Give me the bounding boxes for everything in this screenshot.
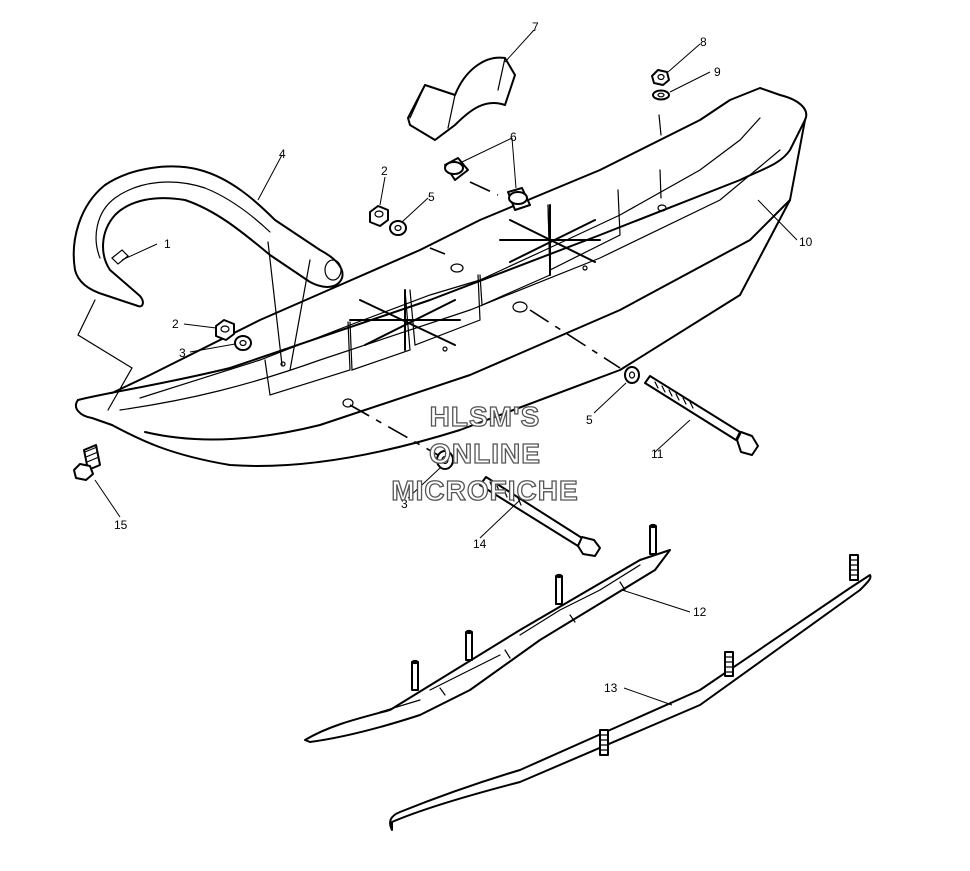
bushing-top xyxy=(444,157,469,181)
washer-9 xyxy=(652,89,670,101)
bushing-axis-line-2 xyxy=(429,247,446,255)
leader-lines xyxy=(94,29,798,706)
callout-labels: 1 2 5 2 3 4 6 7 8 9 10 5 11 3 14 15 12 1… xyxy=(114,20,813,695)
callout-5-upper: 5 xyxy=(428,190,435,204)
bushing-axis-line xyxy=(469,181,499,196)
callout-4: 4 xyxy=(279,147,286,161)
callout-7: 7 xyxy=(532,20,539,34)
ski-body xyxy=(74,87,808,467)
handle-mount-line-b xyxy=(289,259,311,371)
callout-1: 1 xyxy=(164,237,171,251)
wear-bar xyxy=(304,523,671,743)
runner xyxy=(389,554,872,831)
callout-6: 6 xyxy=(510,130,517,144)
bolt-11 xyxy=(644,375,759,456)
callout-15: 15 xyxy=(114,518,128,532)
callout-10: 10 xyxy=(799,235,813,249)
callout-3-lower: 3 xyxy=(179,346,186,360)
watermark-line-2: ONLINE xyxy=(429,438,541,469)
nut-2-upper xyxy=(369,205,389,227)
bolt-14-axis-line xyxy=(349,404,439,456)
bolt-14 xyxy=(479,476,601,557)
callout-9: 9 xyxy=(714,65,721,79)
bolt-15 xyxy=(73,444,101,481)
callout-5-lower: 5 xyxy=(586,413,593,427)
callout-2-upper: 2 xyxy=(381,164,388,178)
bolt-11-axis-line xyxy=(529,309,621,369)
nut-8 xyxy=(651,69,670,86)
callout-13: 13 xyxy=(604,681,618,695)
callout-11: 11 xyxy=(651,447,664,461)
washer-3-mid xyxy=(436,450,454,470)
ski-saddle xyxy=(407,56,516,141)
callout-14: 14 xyxy=(473,537,487,551)
callout-8: 8 xyxy=(700,35,707,49)
stud-axis-line xyxy=(658,114,662,199)
callout-3-mid: 3 xyxy=(401,497,408,511)
bushing-bottom xyxy=(507,187,531,211)
watermark-line-1: HLSM'S xyxy=(430,401,541,432)
nut-2-lower xyxy=(215,319,235,341)
watermark: HLSM'S ONLINE MICROFICHE xyxy=(391,400,579,506)
handle-mount-line-a xyxy=(267,241,283,366)
washer-3-lower xyxy=(234,335,252,351)
callout-2-lower: 2 xyxy=(172,317,179,331)
washer-5-upper xyxy=(389,220,407,236)
washer-5-lower xyxy=(624,366,640,384)
watermark-line-3: MICROFICHE xyxy=(391,475,578,506)
handle-bracket-line xyxy=(77,299,133,411)
ski-loop-handle xyxy=(72,165,344,308)
callout-12: 12 xyxy=(693,605,707,619)
